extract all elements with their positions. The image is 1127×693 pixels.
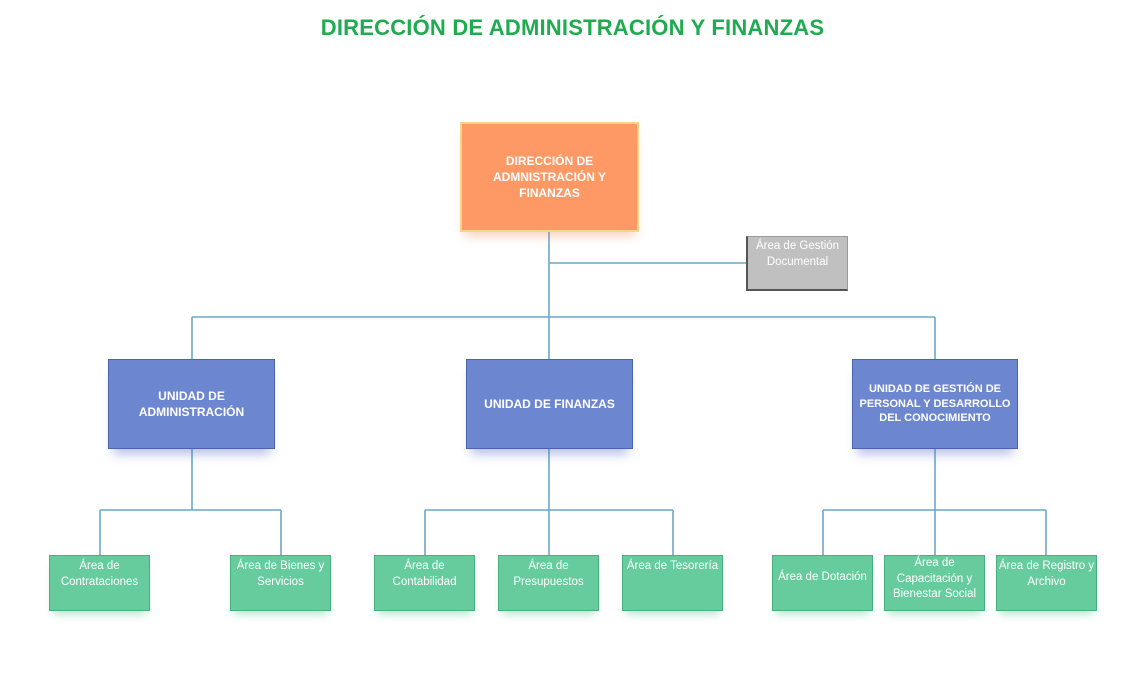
node-area-capacitacion: Área de Capacitación y Bienestar Social [884, 555, 985, 611]
node-area-presupuestos-label: Área de Presupuestos [513, 560, 584, 588]
node-area-contabilidad: Área de Contabilidad [374, 555, 475, 611]
node-area-bienes-servicios-label: Área de Bienes y Servicios [236, 560, 325, 588]
node-area-registro-archivo: Área de Registro y Archivo [996, 555, 1097, 611]
node-area-tesoreria-label: Área de Tesorería [626, 560, 719, 572]
node-unidad-personal-label: UNIDAD DE GESTIÓN DE PERSONAL Y DESARROL… [859, 382, 1011, 425]
node-direccion: DIRECCIÓN DE ADMNISTRACIÓN Y FINANZAS [460, 122, 639, 232]
node-unidad-administracion: UNIDAD DE ADMINISTRACIÓN [108, 359, 275, 449]
node-area-contrataciones: Área de Contrataciones [49, 555, 150, 611]
node-area-contrataciones-label: Área de Contrataciones [60, 560, 139, 588]
node-area-dotacion-label: Área de Dotación [778, 571, 867, 584]
node-area-registro-archivo-label: Área de Registro y Archivo [998, 560, 1095, 588]
node-unidad-finanzas: UNIDAD DE FINANZAS [466, 359, 633, 449]
node-area-capacitacion-label: Área de Capacitación y Bienestar Social [892, 557, 977, 601]
node-unidad-personal: UNIDAD DE GESTIÓN DE PERSONAL Y DESARROL… [852, 359, 1018, 449]
node-direccion-label: DIRECCIÓN DE ADMNISTRACIÓN Y FINANZAS [492, 153, 607, 201]
node-gestion-documental: Área de Gestión Documental [746, 236, 848, 291]
node-area-bienes-servicios: Área de Bienes y Servicios [230, 555, 331, 611]
node-area-presupuestos: Área de Presupuestos [498, 555, 599, 611]
node-gestion-documental-label: Área de Gestión Documental [755, 240, 840, 268]
node-unidad-administracion-label: UNIDAD DE ADMINISTRACIÓN [138, 388, 245, 419]
node-area-dotacion: Área de Dotación [772, 555, 873, 611]
page-title: DIRECCIÓN DE ADMINISTRACIÓN Y FINANZAS [320, 15, 825, 40]
node-area-contabilidad-label: Área de Contabilidad [392, 560, 457, 588]
node-area-tesoreria: Área de Tesorería [622, 555, 723, 611]
node-unidad-finanzas-label: UNIDAD DE FINANZAS [484, 396, 615, 411]
